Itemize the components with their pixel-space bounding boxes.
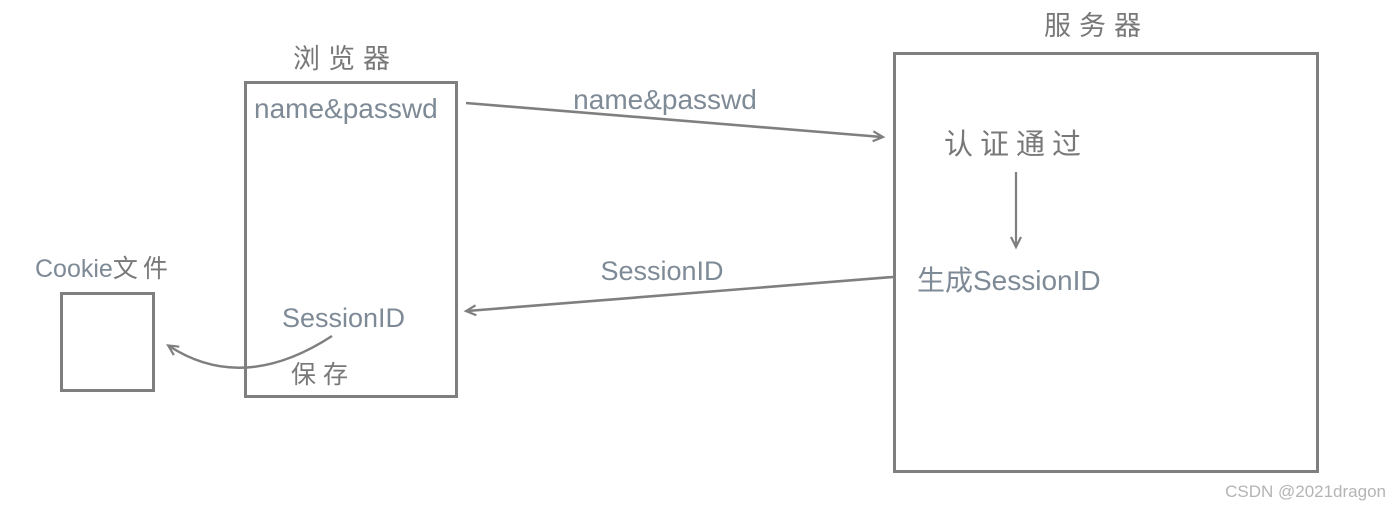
browser-box [244,81,458,398]
cookie-file-label-cjk: 文件 [112,256,173,283]
browser-box-title: 浏览器 [293,44,398,74]
generate-sessionid-text: 生成SessionID [917,265,1101,296]
session-response-arrow [463,275,894,317]
browser-sessionid-text: SessionID [282,303,406,333]
cookie-file-box [60,292,155,392]
session-response-arrow-label: SessionID [600,256,724,286]
auth-passed-text: 认证通过 [944,129,1089,161]
cookie-file-label: Cookie文件 [35,255,173,285]
login-request-arrow-label: name&passwd [573,84,757,115]
watermark: CSDN @2021dragon [1225,482,1386,501]
credential-text: name&passwd [254,93,438,124]
server-box [893,52,1319,473]
save-label: 保存 [291,362,356,389]
cookie-file-label-latin: Cookie [35,255,113,283]
login-request-arrow [465,101,886,143]
server-box-title: 服务器 [1044,11,1149,41]
